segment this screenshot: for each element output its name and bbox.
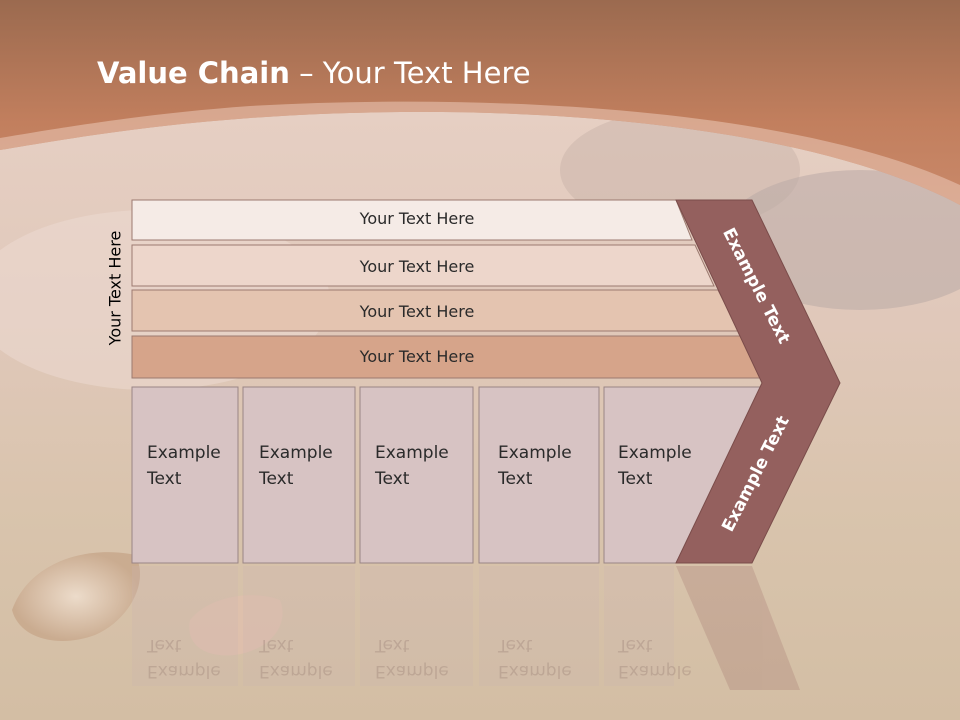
cell-2 <box>242 386 356 564</box>
cell-3-line2: Text <box>375 469 410 489</box>
cell-1-reflection-line2: Text <box>147 635 182 655</box>
cell-1 <box>131 386 239 564</box>
cell-4-reflection-line1: Example <box>498 661 572 681</box>
cell-2-reflection-line1: Example <box>259 661 333 681</box>
cell-5-line2: Text <box>618 469 653 489</box>
slide-title: Value Chain – Your Text Here <box>97 56 531 90</box>
band-3-label: Your Text Here <box>359 302 475 321</box>
cell-2-line2: Text <box>259 469 294 489</box>
reflection <box>132 566 800 690</box>
cell-2-reflection: Example Text <box>259 632 333 684</box>
cell-3 <box>359 386 474 564</box>
cell-4-reflection: Example Text <box>498 632 572 684</box>
cell-3-reflection-line1: Example <box>375 661 449 681</box>
cell-3-reflection-line2: Text <box>375 635 410 655</box>
cell-4-reflection-line2: Text <box>498 635 533 655</box>
cell-4-line1: Example <box>498 443 572 463</box>
chevron-arrow <box>675 199 841 564</box>
cell-3-line1: Example <box>375 443 449 463</box>
cell-2-line1: Example <box>259 443 333 463</box>
cell-1-reflection: Example Text <box>147 632 221 684</box>
cell-5-line1: Example <box>618 443 692 463</box>
cell-5-reflection-line1: Example <box>618 661 692 681</box>
cell-5-reflection-line2: Text <box>618 635 653 655</box>
band-2 <box>131 244 715 287</box>
cell-4-line2: Text <box>498 469 533 489</box>
cell-3-reflection: Example Text <box>375 632 449 684</box>
band-2-label: Your Text Here <box>359 257 475 276</box>
cell-5-reflection: Example Text <box>618 632 692 684</box>
band-1 <box>131 199 693 241</box>
cell-1-line1: Example <box>147 443 221 463</box>
cell-2-reflection-line2: Text <box>259 635 294 655</box>
title-bold: Value Chain <box>97 56 290 90</box>
cell-1-line2: Text <box>147 469 182 489</box>
band-4-label: Your Text Here <box>359 347 475 366</box>
band-1-label: Your Text Here <box>359 209 475 228</box>
title-rest: – Your Text Here <box>289 56 531 90</box>
cell-4 <box>478 386 600 564</box>
cell-1-reflection-line1: Example <box>147 661 221 681</box>
